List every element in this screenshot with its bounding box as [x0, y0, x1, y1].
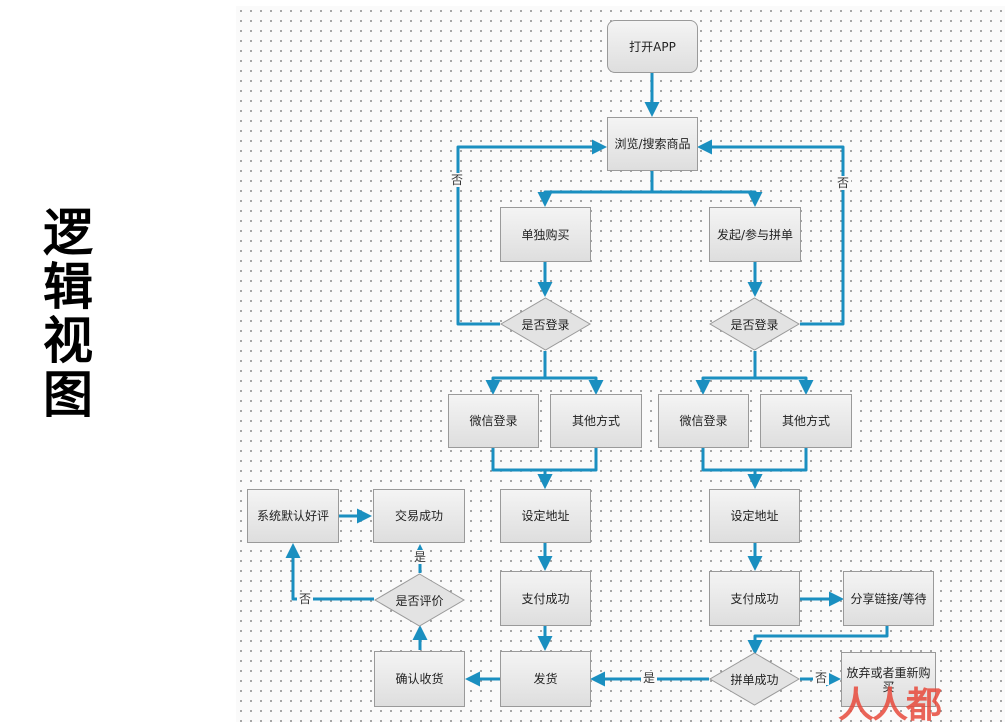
page-title: 逻 辑 视 图 [38, 206, 98, 422]
node-pay-success-left[interactable]: 支付成功 [500, 571, 591, 626]
decision-review[interactable]: 是否评价 [374, 573, 465, 627]
node-pay-success-right[interactable]: 支付成功 [709, 571, 800, 626]
edge-login-left-no [456, 139, 607, 326]
node-group-buy[interactable]: 发起/参与拼单 [709, 207, 801, 262]
node-ship[interactable]: 发货 [500, 651, 591, 707]
edge-other-left-address [537, 448, 598, 489]
edge-label-no: 否 [449, 173, 466, 187]
edge-login-right-no [697, 139, 845, 326]
edge-wechat-left-address [491, 448, 553, 489]
edge-label-no: 否 [297, 592, 314, 606]
node-wechat-login-left[interactable]: 微信登录 [448, 394, 539, 448]
node-trade-success[interactable]: 交易成功 [373, 489, 465, 543]
edge-login-left-wechat [485, 351, 547, 395]
edge-browse-group [650, 171, 763, 207]
edge-login-left-other [543, 351, 604, 395]
edge-label-yes: 是 [641, 671, 658, 685]
node-share-wait[interactable]: 分享链接/等待 [843, 571, 934, 626]
node-give-up-or-rebuy[interactable]: 放弃或者重新购买 [841, 652, 936, 707]
node-browse[interactable]: 浏览/搜索商品 [607, 117, 698, 171]
node-buy-alone[interactable]: 单独购买 [500, 207, 591, 262]
title-char: 逻 [43, 204, 93, 262]
title-char: 视 [43, 312, 93, 370]
node-set-address-right[interactable]: 设定地址 [709, 489, 800, 543]
watermark-logo: 人人都 [838, 685, 942, 726]
edge-wechat-right-address [701, 448, 763, 489]
title-char: 辑 [43, 258, 93, 316]
node-other-login-right[interactable]: 其他方式 [760, 394, 852, 448]
diamond-shape [374, 573, 465, 627]
edge-other-right-address [747, 448, 808, 489]
diamond-shape [500, 297, 591, 351]
edge-share-group [747, 626, 889, 655]
node-default-review[interactable]: 系统默认好评 [247, 489, 339, 543]
diamond-shape [709, 297, 800, 351]
diamond-shape [709, 652, 800, 706]
decision-login-left[interactable]: 是否登录 [500, 297, 591, 351]
edge-label-no: 否 [835, 176, 852, 190]
title-char: 图 [43, 366, 93, 424]
node-set-address-left[interactable]: 设定地址 [500, 489, 591, 543]
edge-login-right-other [753, 351, 814, 395]
decision-login-right[interactable]: 是否登录 [709, 297, 800, 351]
node-confirm-receipt[interactable]: 确认收货 [374, 651, 465, 707]
decision-label: 是否登录 [521, 317, 570, 332]
edge-login-right-wechat [695, 351, 757, 395]
decision-label: 拼单成功 [730, 672, 779, 687]
edge-label-no: 否 [813, 671, 830, 685]
node-wechat-login-right[interactable]: 微信登录 [658, 394, 749, 448]
node-other-login-left[interactable]: 其他方式 [550, 394, 642, 448]
edge-browse-alone [537, 171, 654, 207]
edge-review-default [285, 543, 374, 601]
decision-label: 是否评价 [395, 593, 444, 608]
node-open-app[interactable]: 打开APP [607, 20, 698, 73]
decision-group-success[interactable]: 拼单成功 [709, 652, 800, 706]
edge-label-yes: 是 [412, 550, 429, 564]
decision-label: 是否登录 [730, 317, 779, 332]
